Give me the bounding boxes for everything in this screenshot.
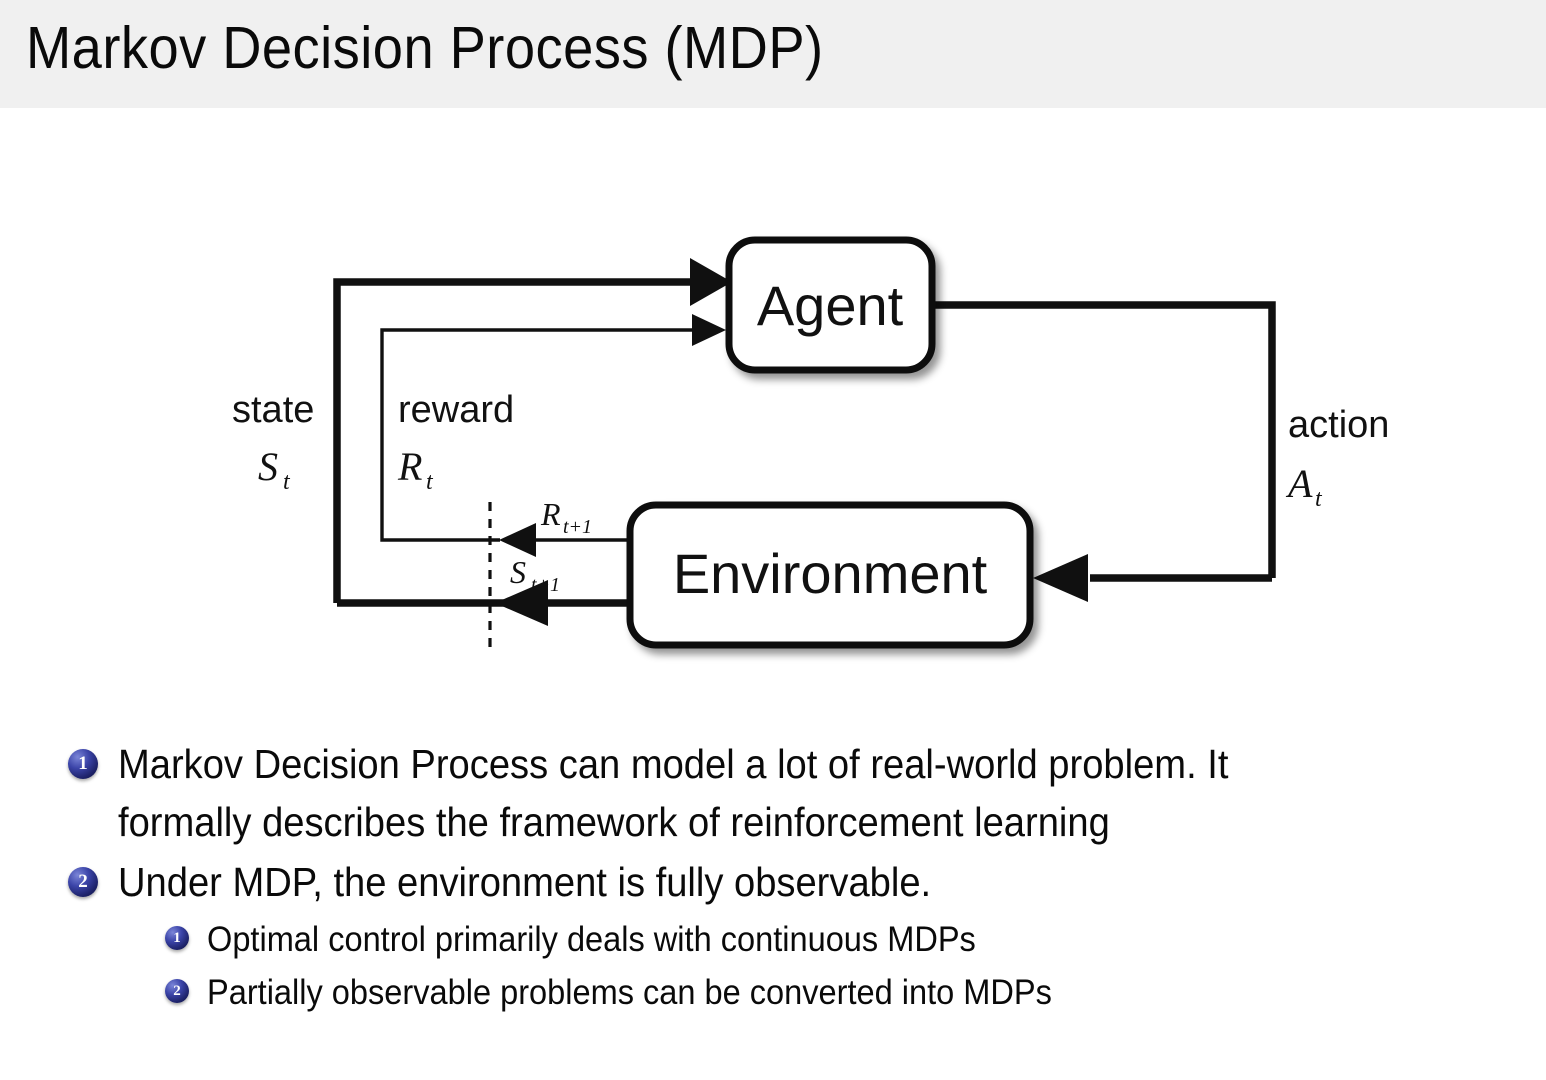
reward-word-label: reward <box>398 389 514 431</box>
subbullet-text-1: Optimal control primarily deals with con… <box>207 913 1452 966</box>
state-label-group: state S t <box>232 389 314 495</box>
environment-box <box>626 501 1034 649</box>
subbullet-line: Partially observable problems can be con… <box>207 973 1052 1012</box>
bullet-marker-2: 2 <box>68 867 98 897</box>
list-item[interactable]: 1 Markov Decision Process can model a lo… <box>0 735 1546 851</box>
bullet-text-1: Markov Decision Process can model a lot … <box>118 735 1446 851</box>
action-label-group: action A t <box>1285 404 1389 512</box>
state-word-label: state <box>232 389 314 431</box>
bullet-line: Under MDP, the environment is fully obse… <box>118 859 932 905</box>
subbullet-marker-1: 1 <box>165 926 189 950</box>
subbullet-text-2: Partially observable problems can be con… <box>207 966 1452 1019</box>
subbullet-marker-2: 2 <box>165 979 189 1003</box>
bullet-line: Markov Decision Process can model a lot … <box>118 741 1229 787</box>
agent-label: Agent <box>757 274 904 337</box>
reward-symbol-label: R <box>397 444 422 489</box>
sub-list-item[interactable]: 1 Optimal control primarily deals with c… <box>0 913 1546 966</box>
bullet-marker-1: 1 <box>68 749 98 779</box>
reward-subscript-label: t <box>426 469 434 495</box>
action-arrowhead <box>1033 554 1088 602</box>
state-subscript-label: t <box>283 469 291 495</box>
bullet-text-2: Under MDP, the environment is fully obse… <box>118 853 1446 911</box>
reward-next-arrowhead <box>499 523 536 557</box>
state-next-subscript-label: t+1 <box>531 574 560 596</box>
sub-list-item[interactable]: 2 Partially observable problems can be c… <box>0 966 1546 1019</box>
page-title: Markov Decision Process (MDP) <box>26 15 824 81</box>
state-symbol-label: S <box>258 444 278 489</box>
reward-next-label-group: R t+1 <box>540 496 592 538</box>
reward-arrowhead <box>692 314 726 346</box>
bullet-list: 1 Markov Decision Process can model a lo… <box>0 735 1546 1019</box>
reward-label-group: reward R t <box>397 389 514 495</box>
action-symbol-label: A <box>1285 461 1313 506</box>
state-next-arrowhead <box>495 580 548 626</box>
subbullet-line: Optimal control primarily deals with con… <box>207 920 976 959</box>
action-word-label: action <box>1288 404 1389 446</box>
slide-header-bar: Markov Decision Process (MDP) <box>0 0 1546 108</box>
environment-label: Environment <box>673 542 988 605</box>
action-subscript-label: t <box>1315 486 1323 512</box>
action-edge-path <box>932 301 1276 578</box>
state-next-label-group: S t+1 <box>510 554 560 596</box>
agent-box <box>725 236 936 374</box>
environment-node[interactable]: Environment <box>626 501 1034 649</box>
state-edge-path <box>333 278 690 603</box>
reward-next-symbol-label: R <box>540 496 561 532</box>
state-next-symbol-label: S <box>510 554 526 590</box>
state-arrowhead <box>690 258 732 306</box>
agent-environment-diagram: Agent Environment state S t reward R t a… <box>232 236 1389 649</box>
list-item[interactable]: 2 Under MDP, the environment is fully ob… <box>0 853 1546 911</box>
diagram-container: Agent Environment state S t reward R t a… <box>0 130 1546 700</box>
bullet-line: formally describes the framework of rein… <box>118 799 1110 845</box>
agent-node[interactable]: Agent <box>725 236 936 374</box>
reward-edge-path <box>380 328 692 542</box>
reward-next-subscript-label: t+1 <box>563 516 592 538</box>
